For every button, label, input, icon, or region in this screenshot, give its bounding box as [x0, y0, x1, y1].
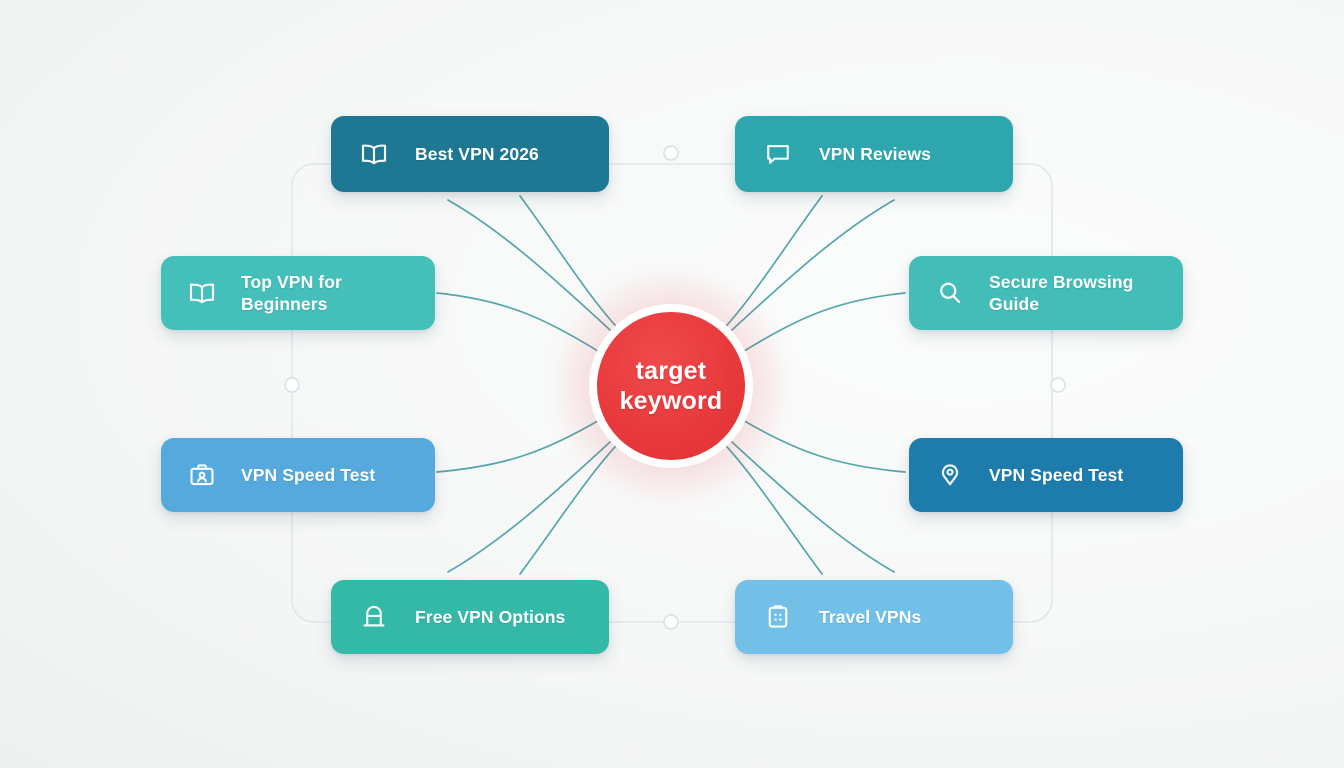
hub-label-line-2: keyword — [619, 387, 723, 415]
node-vpn-speed-test-right[interactable]: VPN Speed Test — [909, 438, 1183, 512]
hub-label-line-1: target — [635, 356, 707, 385]
connector-arc-lower-right — [731, 441, 895, 573]
book-icon — [185, 276, 219, 310]
node-vpn-reviews[interactable]: VPN Reviews — [735, 116, 1013, 192]
clipboard-icon — [761, 600, 795, 634]
node-label: Best VPN 2026 — [415, 143, 539, 164]
chat-bubble-icon — [761, 137, 795, 171]
node-label: Top VPN for Beginners — [241, 271, 342, 314]
node-label: VPN Speed Test — [241, 464, 376, 485]
node-secure-browsing-guide[interactable]: Secure Browsing Guide — [909, 256, 1183, 330]
hub-node[interactable]: target keyword — [597, 312, 745, 460]
connector-to-secure-browsing-guide — [740, 292, 906, 354]
hub-core — [597, 312, 745, 460]
node-vpn-speed-test-left[interactable]: VPN Speed Test — [161, 438, 435, 512]
briefcase-icon — [185, 458, 219, 492]
connector-arc-upper-left — [447, 199, 611, 331]
connector-to-best-vpn-2026 — [519, 195, 627, 338]
hub-label: target keyword — [620, 356, 723, 417]
connector-to-vpn-speed-test-right — [740, 418, 906, 473]
connector-to-travel-vpns — [715, 434, 823, 575]
node-label: Travel VPNs — [819, 606, 922, 627]
location-pin-icon — [933, 458, 967, 492]
node-label: VPN Speed Test — [989, 464, 1124, 485]
connector-arc-lower-left — [447, 441, 611, 573]
node-travel-vpns[interactable]: Travel VPNs — [735, 580, 1013, 654]
connector-to-vpn-speed-test-left — [436, 418, 602, 473]
connector-to-vpn-reviews — [715, 195, 823, 338]
node-top-vpn-for-beginners[interactable]: Top VPN for Beginners — [161, 256, 435, 330]
book-icon — [357, 137, 391, 171]
grid-junction-dots — [284, 145, 1066, 630]
node-label: Free VPN Options — [415, 606, 566, 627]
connector-arc-upper-right — [731, 199, 895, 331]
node-label: Secure Browsing Guide — [989, 271, 1134, 314]
node-best-vpn-2026[interactable]: Best VPN 2026 — [331, 116, 609, 192]
connector-to-top-vpn-for-beginners — [436, 292, 602, 354]
node-label: VPN Reviews — [819, 143, 931, 164]
connector-to-free-vpn-options — [519, 434, 627, 575]
node-free-vpn-options[interactable]: Free VPN Options — [331, 580, 609, 654]
lock-icon — [357, 600, 391, 634]
search-icon — [933, 276, 967, 310]
